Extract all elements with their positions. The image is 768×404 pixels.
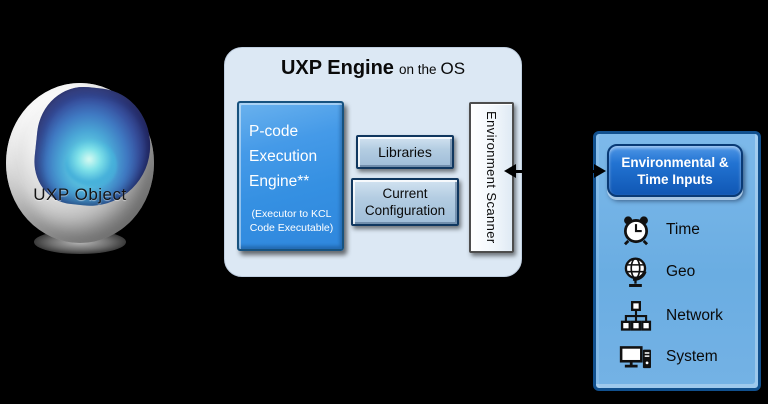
alarm-clock-icon: [623, 216, 649, 246]
globe-icon: [624, 257, 647, 287]
network-icon: [620, 301, 652, 331]
pcode-note-line-1: (Executor to KCL: [251, 208, 332, 220]
pcode-note-line-2: Code Executable): [249, 222, 334, 234]
input-label-geo: Geo: [666, 263, 696, 280]
pcode-line-3: Engine**: [249, 173, 310, 190]
input-row-geo: Geo: [596, 252, 758, 292]
uxp-object-core: [62, 137, 120, 190]
environment-scanner-label: Environment Scanner: [484, 111, 499, 244]
arrow-head-right-icon: [594, 164, 606, 178]
inputs-header: Environmental & Time Inputs: [607, 144, 743, 197]
pcode-execution-engine-box: P-code Execution Engine** (Executor to K…: [237, 101, 344, 251]
computer-icon: [619, 346, 651, 369]
input-row-system: System: [596, 337, 758, 377]
libraries-label: Libraries: [378, 144, 432, 160]
engine-title-os: OS: [440, 59, 466, 78]
inputs-header-line-2: Time Inputs: [637, 171, 713, 187]
pcode-line-1: P-code: [249, 123, 299, 140]
engine-inputs-arrow: [504, 164, 606, 179]
inputs-header-line-1: Environmental &: [621, 154, 729, 170]
input-label-time: Time: [666, 221, 700, 238]
engine-title-main: UXP Engine: [280, 57, 394, 79]
input-row-time: Time: [596, 210, 758, 250]
input-row-network: Network: [596, 296, 758, 336]
arrow-head-left-icon: [504, 164, 516, 178]
pcode-line-2: Execution: [249, 148, 318, 165]
uxp-object-sphere: [6, 82, 156, 243]
uxp-object-label: UXP Object: [33, 185, 127, 204]
input-label-network: Network: [666, 307, 723, 324]
uxp-object: UXP Object: [4, 82, 160, 260]
current-configuration-label: Current Configuration: [364, 186, 446, 218]
arrow-shaft: [512, 170, 598, 173]
engine-title-mid: on the: [398, 62, 437, 77]
current-configuration-box: Current Configuration: [351, 178, 459, 226]
libraries-box: Libraries: [356, 135, 454, 169]
input-label-system: System: [666, 348, 718, 365]
environmental-time-inputs-panel: Environmental & Time Inputs Time: [593, 131, 761, 391]
